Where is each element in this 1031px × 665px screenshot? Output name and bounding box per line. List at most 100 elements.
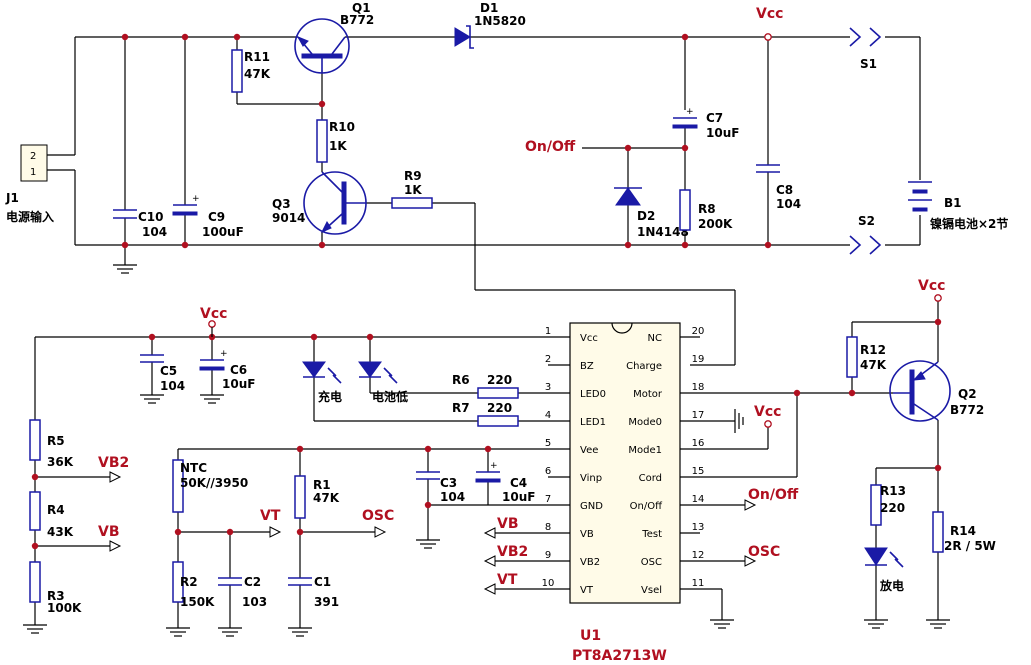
diode-d1 xyxy=(454,25,474,49)
u1-pin-label: VT xyxy=(580,585,594,596)
ntc-value: 50K//3950 xyxy=(180,476,248,490)
vcc-node-mid xyxy=(764,420,772,428)
c5-name: C5 xyxy=(160,364,177,378)
c6-name: C6 xyxy=(230,363,247,377)
led-discharge-label: 放电 xyxy=(879,578,904,593)
capacitor-c1 xyxy=(288,577,312,586)
r10-name: R10 xyxy=(329,120,355,134)
s1-name: S1 xyxy=(860,57,877,71)
resistor-r5 xyxy=(29,419,41,461)
r11-value: 47K xyxy=(244,67,271,81)
net-vb-left: VB xyxy=(98,524,120,540)
u1-pin-label: Vcc xyxy=(580,333,598,344)
net-arrow-vb2-ic xyxy=(483,555,496,567)
u1-pin-number: 11 xyxy=(692,578,705,589)
net-vt-left: VT xyxy=(260,508,281,524)
transistor-q3 xyxy=(303,171,367,235)
r7-value: 220 xyxy=(487,401,512,415)
resistor-r13 xyxy=(870,484,882,526)
net-arrow-onoff-ic xyxy=(744,499,757,511)
capacitor-c7: + xyxy=(672,107,698,129)
u1-pin-number: 9 xyxy=(545,550,551,561)
r12-value: 47K xyxy=(860,358,887,372)
net-arrow-vb-ic xyxy=(483,527,496,539)
r4-value: 43K xyxy=(47,525,74,539)
r9-value: 1K xyxy=(404,183,422,197)
u1-pins: Vcc1BZ2LED03LED14Vee5Vinp6GND7VB8VB29VT1… xyxy=(542,326,705,596)
vcc-label-right: Vcc xyxy=(918,278,945,294)
ground-symbols-bottom xyxy=(23,394,950,637)
u1-pin-label: VB xyxy=(580,529,594,540)
u1-pin-label: LED1 xyxy=(580,417,606,428)
net-onoff-ic: On/Off xyxy=(748,487,799,503)
resistor-r2 xyxy=(172,561,184,603)
vcc-node-open xyxy=(764,33,772,41)
j1-desc: 电源输入 xyxy=(6,209,54,224)
r7-name: R7 xyxy=(452,401,470,415)
resistor-r12 xyxy=(846,336,858,378)
c10-value: 104 xyxy=(142,225,167,239)
u1-pin-label: Test xyxy=(641,529,662,540)
c4-value: 10uF xyxy=(502,490,535,504)
c1-value: 391 xyxy=(314,595,339,609)
c9-value: 100uF xyxy=(202,225,244,239)
led-charge xyxy=(302,361,342,384)
led-low-battery xyxy=(358,361,398,384)
r1-name: R1 xyxy=(313,478,331,492)
u1-name: U1 xyxy=(580,628,601,644)
top-junctions xyxy=(121,33,772,249)
u1-pin-number: 14 xyxy=(692,494,705,505)
resistor-r8 xyxy=(679,189,691,231)
b1-desc: 镍镉电池×2节 xyxy=(930,216,1008,231)
u1-pin-number: 7 xyxy=(545,494,551,505)
d2-value: 1N4148 xyxy=(637,225,689,239)
led-charge-label: 充电 xyxy=(318,389,342,404)
resistor-r9 xyxy=(391,197,433,209)
c7-value: 10uF xyxy=(706,126,739,140)
u1-pin-label: Vee xyxy=(580,445,598,456)
u1-pin-number: 15 xyxy=(692,466,705,477)
vcc-node-right xyxy=(934,294,942,302)
transistor-q1 xyxy=(294,18,350,74)
r13-value: 220 xyxy=(880,501,905,515)
r3-value: 100K xyxy=(47,601,82,615)
net-arrow-vb2 xyxy=(109,471,122,483)
u1-pin-label: Charge xyxy=(626,361,662,372)
q3-name: Q3 xyxy=(272,197,291,211)
u1-pin-number: 8 xyxy=(545,522,551,533)
net-arrow-osc-ic xyxy=(744,555,757,567)
u1-pin-number: 18 xyxy=(692,382,705,393)
u1-pin-label: Mode0 xyxy=(628,417,662,428)
q2-name: Q2 xyxy=(958,387,977,401)
resistor-r7 xyxy=(477,415,519,427)
r12-name: R12 xyxy=(860,343,886,357)
ic-u1 xyxy=(569,322,681,604)
d1-name: D1 xyxy=(480,1,498,15)
resistor-r3 xyxy=(29,561,41,603)
r2-name: R2 xyxy=(180,575,198,589)
top-wires xyxy=(47,36,921,366)
thermistor-ntc xyxy=(172,459,184,513)
u1-pin-number: 20 xyxy=(692,326,705,337)
vcc-label-mid: Vcc xyxy=(754,404,781,420)
j1-connector: 2 1 xyxy=(20,144,48,182)
u1-pin-label: Motor xyxy=(633,389,663,400)
bottom-junctions xyxy=(31,318,942,550)
led-low-battery-label: 电池低 xyxy=(372,389,408,404)
c6-value: 10uF xyxy=(222,377,255,391)
u1-value: PT8A2713W xyxy=(572,648,667,664)
b1-name: B1 xyxy=(944,196,962,210)
net-vb-ic: VB xyxy=(497,516,519,532)
r14-value: 2R / 5W xyxy=(944,539,996,553)
resistor-r1 xyxy=(294,475,306,519)
r6-name: R6 xyxy=(452,373,470,387)
u1-pin-label: Vsel xyxy=(641,585,662,596)
capacitor-c2 xyxy=(218,577,242,586)
led-discharge xyxy=(864,547,904,568)
q2-value: B772 xyxy=(950,403,984,417)
u1-pin-label: NC xyxy=(648,333,662,344)
j1-label: J1 xyxy=(5,191,19,205)
svg-text:+: + xyxy=(192,194,200,204)
r5-value: 36K xyxy=(47,455,74,469)
